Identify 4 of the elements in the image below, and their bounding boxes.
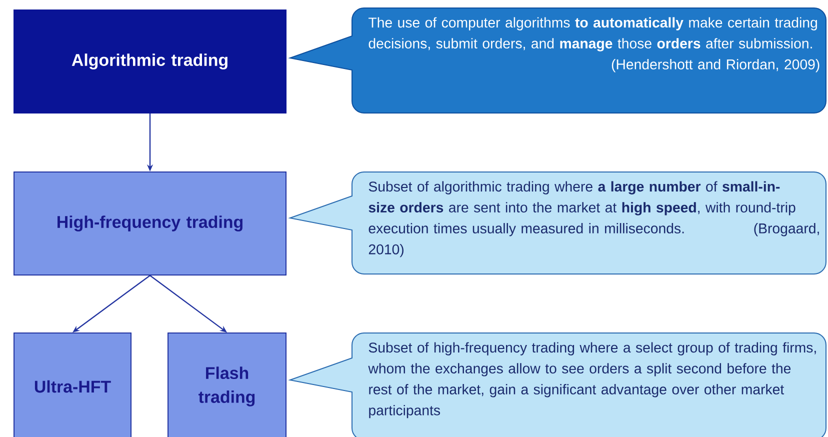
term-box: High-frequency trading <box>14 172 286 276</box>
term-box: Flash trading <box>168 332 286 437</box>
term-box: Ultra-HFT <box>14 332 132 437</box>
term-box: Algorithmic trading <box>14 10 286 114</box>
